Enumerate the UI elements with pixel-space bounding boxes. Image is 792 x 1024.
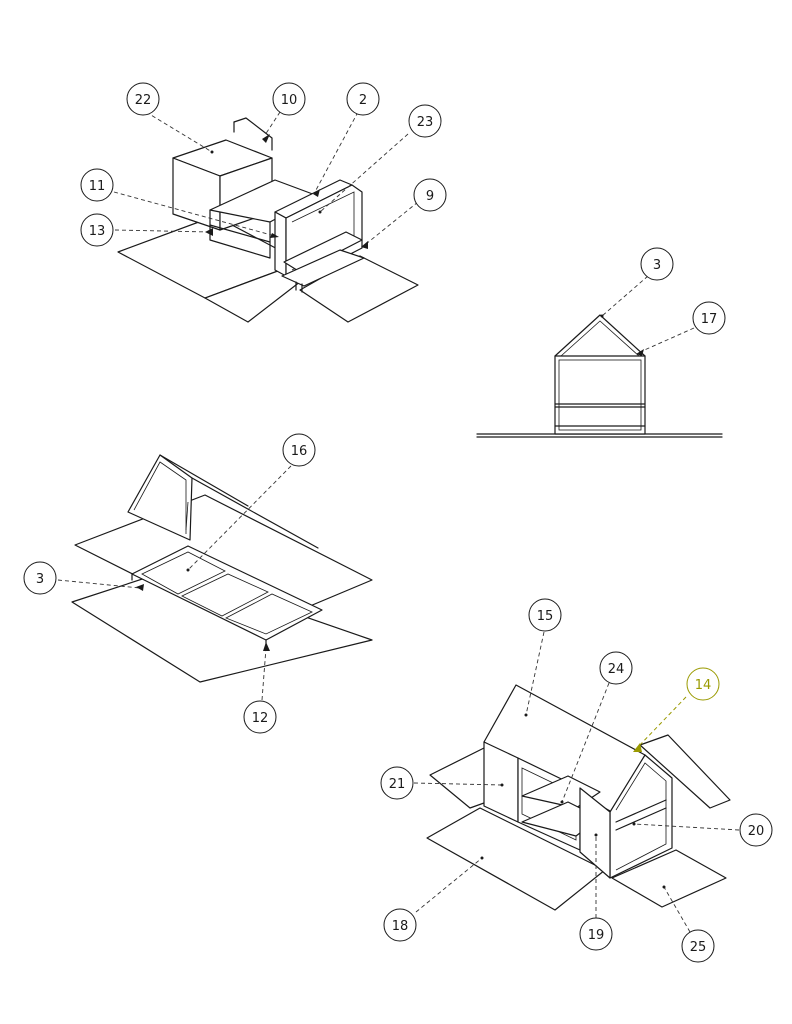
balloon-13[interactable]: 13 bbox=[80, 213, 114, 247]
svg-text:22: 22 bbox=[135, 93, 152, 108]
balloon-15[interactable]: 15 bbox=[528, 598, 562, 632]
balloon-2[interactable]: 2 bbox=[346, 82, 380, 116]
svg-text:19: 19 bbox=[588, 928, 605, 943]
leader-markers bbox=[136, 134, 666, 889]
svg-text:9: 9 bbox=[426, 189, 434, 204]
svg-text:23: 23 bbox=[417, 115, 434, 130]
flap-back-right bbox=[639, 734, 731, 809]
balloons: 22 10 2 23 11 9 13 3 17 16 3 bbox=[23, 82, 773, 963]
svg-text:20: 20 bbox=[748, 824, 765, 839]
balloon-16[interactable]: 16 bbox=[282, 433, 316, 467]
svg-text:12: 12 bbox=[252, 711, 269, 726]
right-frame-base bbox=[281, 249, 365, 287]
svg-text:2: 2 bbox=[359, 93, 367, 108]
balloon-12[interactable]: 12 bbox=[243, 700, 277, 734]
svg-text:18: 18 bbox=[392, 919, 409, 934]
balloon-11[interactable]: 11 bbox=[80, 168, 114, 202]
balloon-14[interactable]: 14 bbox=[686, 667, 720, 701]
balloon-24[interactable]: 24 bbox=[599, 651, 633, 685]
balloon-19[interactable]: 19 bbox=[579, 917, 613, 951]
balloon-25[interactable]: 25 bbox=[681, 929, 715, 963]
arrowhead bbox=[205, 228, 213, 236]
arrowhead bbox=[262, 134, 270, 143]
balloon-17[interactable]: 17 bbox=[692, 301, 726, 335]
balloon-23[interactable]: 23 bbox=[408, 104, 442, 138]
svg-text:21: 21 bbox=[389, 777, 406, 792]
lower-flap bbox=[71, 569, 373, 683]
arrowhead bbox=[136, 584, 144, 591]
elevation-body bbox=[554, 355, 646, 435]
svg-text:3: 3 bbox=[653, 258, 661, 273]
arrowhead bbox=[313, 189, 320, 197]
balloon-10[interactable]: 10 bbox=[272, 82, 306, 116]
svg-text:13: 13 bbox=[89, 224, 106, 239]
svg-text:24: 24 bbox=[608, 662, 625, 677]
svg-text:16: 16 bbox=[291, 444, 308, 459]
svg-text:17: 17 bbox=[701, 312, 718, 327]
leader-highlight bbox=[636, 696, 687, 749]
elevation-roof bbox=[554, 314, 646, 357]
balloon-9[interactable]: 9 bbox=[413, 178, 447, 212]
arrowhead bbox=[270, 233, 279, 238]
flap-front-right bbox=[611, 849, 727, 908]
svg-text:11: 11 bbox=[89, 179, 106, 194]
leader-lines bbox=[57, 111, 740, 933]
balloon-18[interactable]: 18 bbox=[383, 908, 417, 942]
balloon-22[interactable]: 22 bbox=[126, 82, 160, 116]
right-frame-post bbox=[274, 211, 287, 277]
view-top-left bbox=[117, 117, 419, 323]
floor-frame bbox=[131, 545, 323, 641]
balloon-21[interactable]: 21 bbox=[380, 766, 414, 800]
balloon-3-floor[interactable]: 3 bbox=[23, 561, 57, 595]
right-wall bbox=[579, 787, 611, 879]
svg-text:14: 14 bbox=[695, 678, 712, 693]
balloon-20[interactable]: 20 bbox=[739, 813, 773, 847]
view-bottom-right bbox=[426, 684, 731, 911]
svg-text:25: 25 bbox=[690, 940, 707, 955]
view-middle-left bbox=[71, 454, 373, 683]
arrowhead-highlight bbox=[633, 743, 642, 752]
svg-text:15: 15 bbox=[537, 609, 554, 624]
arrowhead bbox=[361, 241, 368, 249]
svg-text:3: 3 bbox=[36, 572, 44, 587]
view-top-right bbox=[476, 314, 723, 438]
balloon-3-elevation[interactable]: 3 bbox=[640, 247, 674, 281]
right-frame-shelf bbox=[283, 231, 363, 273]
arrowhead bbox=[263, 642, 270, 651]
roof-rail bbox=[233, 117, 273, 151]
svg-text:10: 10 bbox=[281, 93, 298, 108]
arrowhead bbox=[636, 349, 644, 356]
